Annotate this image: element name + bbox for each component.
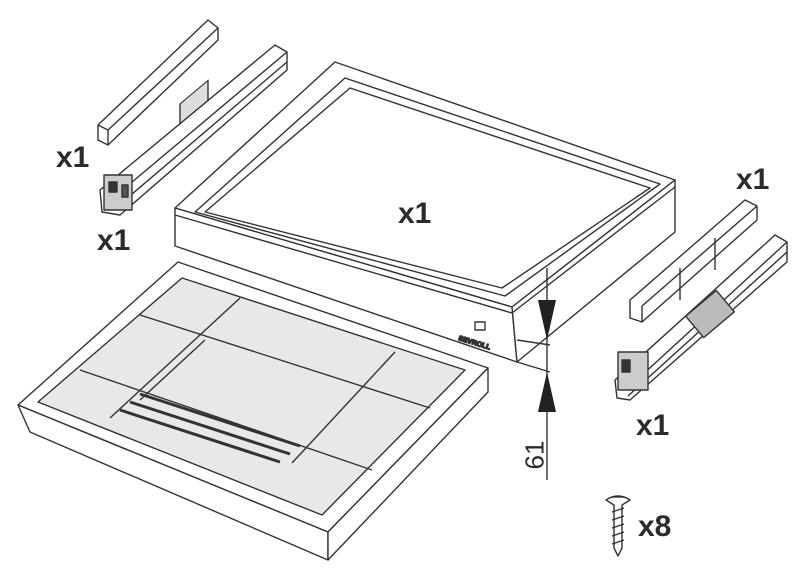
- left-panel-quantity: x1: [56, 141, 90, 174]
- left-side-panel: [97, 19, 219, 146]
- right-panel-quantity: x1: [736, 163, 770, 196]
- right-rail-quantity: x1: [636, 409, 670, 442]
- left-rail-quantity: x1: [97, 224, 131, 257]
- left-rail: [99, 44, 288, 216]
- right-rail: [614, 234, 788, 401]
- cutlery-organizer-tray: [17, 261, 489, 561]
- height-dimension-value: 61: [519, 440, 550, 470]
- screw-quantity: x8: [638, 510, 672, 543]
- drawer-box-quantity: x1: [398, 197, 432, 230]
- screw-icon: [605, 495, 631, 557]
- drawer-box: SEVROLL: [174, 61, 676, 363]
- height-dimension: [516, 268, 556, 480]
- right-side-panel: [629, 199, 758, 323]
